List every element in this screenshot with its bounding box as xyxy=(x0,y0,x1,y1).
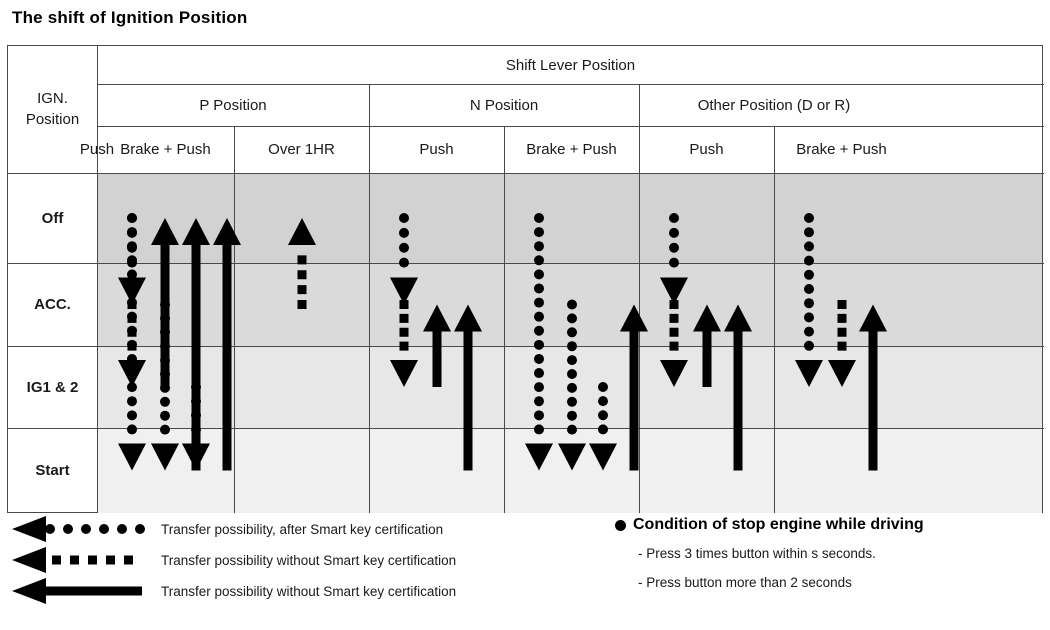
page-title: The shift of Ignition Position xyxy=(12,8,248,27)
row-label-3: Start xyxy=(35,462,70,479)
legend-square xyxy=(70,555,79,565)
row-label-0: Off xyxy=(41,209,64,227)
grid-line-vertical xyxy=(97,126,98,513)
legend-square xyxy=(88,555,97,565)
header-column-4: Brake + Push xyxy=(526,141,617,158)
grid-line-horizontal xyxy=(97,126,1044,127)
legend-dot xyxy=(135,524,145,534)
header-shift-lever-position: Shift Lever Position xyxy=(505,56,636,74)
legend-item-0: Transfer possibility, after Smart key ce… xyxy=(10,516,443,542)
header-group-2: Other Position (D or R) xyxy=(697,96,851,114)
legend-dot xyxy=(117,524,127,534)
row-label-2: IG1 & 2 xyxy=(26,378,79,396)
grid-line-vertical xyxy=(234,126,235,513)
legend-condition-note-0: - Press 3 times button within s seconds. xyxy=(638,546,876,561)
legend-condition-title: Condition of stop engine while driving xyxy=(633,516,924,533)
grid-line-horizontal xyxy=(8,346,1044,347)
row-label-1: ACC. xyxy=(34,296,71,313)
legend-dot xyxy=(99,524,109,534)
legend-dot xyxy=(81,524,91,534)
row-band xyxy=(97,173,1042,263)
header-group-1: N Position xyxy=(469,96,539,114)
legend-square xyxy=(106,555,115,565)
legend-dot xyxy=(45,524,55,534)
legend-arrow-solid xyxy=(12,578,142,604)
legend-item-1: Transfer possibility without Smart key c… xyxy=(10,547,456,573)
header-group-0: P Position xyxy=(199,96,267,114)
legend-arrow-shaft xyxy=(44,586,142,596)
header-column-6: Brake + Push xyxy=(796,141,887,158)
row-band xyxy=(97,263,1042,346)
grid-line-vertical xyxy=(639,84,640,513)
bullet-icon xyxy=(615,519,626,531)
row-band xyxy=(97,346,1042,428)
grid-line-horizontal xyxy=(8,173,1044,174)
grid-line-horizontal xyxy=(8,263,1044,264)
header-column-1: Brake + Push xyxy=(120,141,211,158)
legend-arrow-dashed xyxy=(12,547,133,573)
legend-square xyxy=(124,555,133,565)
corner-label-line: IGN. xyxy=(37,90,68,108)
legend-condition-note-1: - Press button more than 2 seconds xyxy=(638,575,852,590)
legend-item-2: Transfer possibility without Smart key c… xyxy=(10,578,456,604)
legend-item-label: Transfer possibility without Smart key c… xyxy=(161,552,457,568)
header-column-5: Push xyxy=(689,141,724,158)
legend: Transfer possibility, after Smart key ce… xyxy=(0,516,1050,630)
legend-item-label: Transfer possibility, after Smart key ce… xyxy=(161,521,444,537)
grid-line-vertical xyxy=(774,126,775,513)
legend-condition-note-text: - Press 3 times button within s seconds. xyxy=(638,546,876,561)
grid-line-vertical xyxy=(504,126,505,513)
legend-condition-note-text: - Press button more than 2 seconds xyxy=(638,575,852,590)
legend-arrow-dotted xyxy=(12,516,145,542)
legend-square xyxy=(52,555,61,565)
legend-condition-title-row: Condition of stop engine while driving xyxy=(615,516,924,534)
corner-label-line: Position xyxy=(25,110,80,128)
legend-dot xyxy=(63,524,73,534)
grid-line-horizontal xyxy=(8,428,1044,429)
legend-item-label: Transfer possibility without Smart key c… xyxy=(161,583,457,599)
grid-line-vertical xyxy=(369,84,370,513)
header-ign-position: IGN. Position xyxy=(8,46,97,173)
header-column-3: Push xyxy=(419,141,454,158)
grid-line-horizontal xyxy=(97,84,1044,85)
row-band xyxy=(97,428,1042,513)
ignition-shift-table: IGN. Position Shift Lever Position P Positi… xyxy=(7,45,1044,513)
header-column-2: Over 1HR xyxy=(268,141,335,158)
legend-arrow-head xyxy=(12,516,46,542)
legend-arrow-head xyxy=(12,578,46,604)
legend-arrow-head xyxy=(12,547,46,573)
